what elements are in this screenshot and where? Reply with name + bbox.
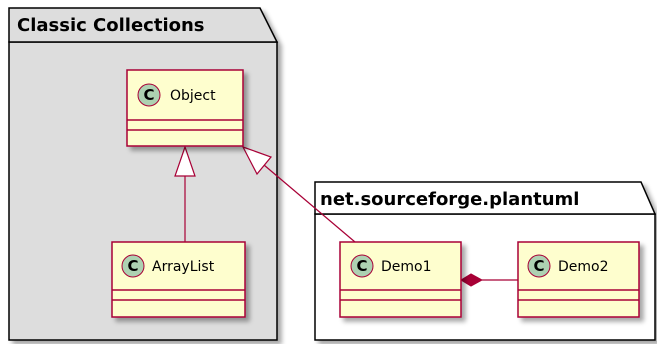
class-stereotype-letter: C	[127, 257, 138, 275]
inheritance-arrowhead-demo1	[241, 145, 273, 176]
class-stereotype-letter: C	[533, 257, 544, 275]
package-title-classic: Classic Collections	[17, 15, 205, 36]
class-demo1[interactable]: C Demo1	[339, 241, 462, 318]
class-stereotype-icon	[137, 83, 161, 107]
class-stereotype-icon	[350, 254, 374, 278]
class-stereotype-letter: C	[356, 257, 367, 275]
class-stereotype-icon	[527, 254, 551, 278]
edge-demo1-object	[263, 164, 356, 243]
composition-diamond	[460, 273, 484, 287]
inheritance-arrowhead-arraylist	[174, 145, 196, 177]
class-name-object: Object	[170, 88, 216, 104]
class-stereotype-letter: C	[143, 86, 154, 104]
class-name-demo1: Demo1	[381, 259, 432, 275]
class-object[interactable]: C Object	[126, 69, 244, 147]
class-name-demo2: Demo2	[558, 259, 609, 275]
class-name-arraylist: ArrayList	[152, 259, 215, 275]
class-demo2[interactable]: C Demo2	[517, 241, 640, 318]
class-stereotype-icon	[121, 254, 145, 278]
package-title-plantuml: net.sourceforge.plantuml	[320, 189, 579, 210]
class-arraylist[interactable]: C ArrayList	[111, 241, 246, 318]
